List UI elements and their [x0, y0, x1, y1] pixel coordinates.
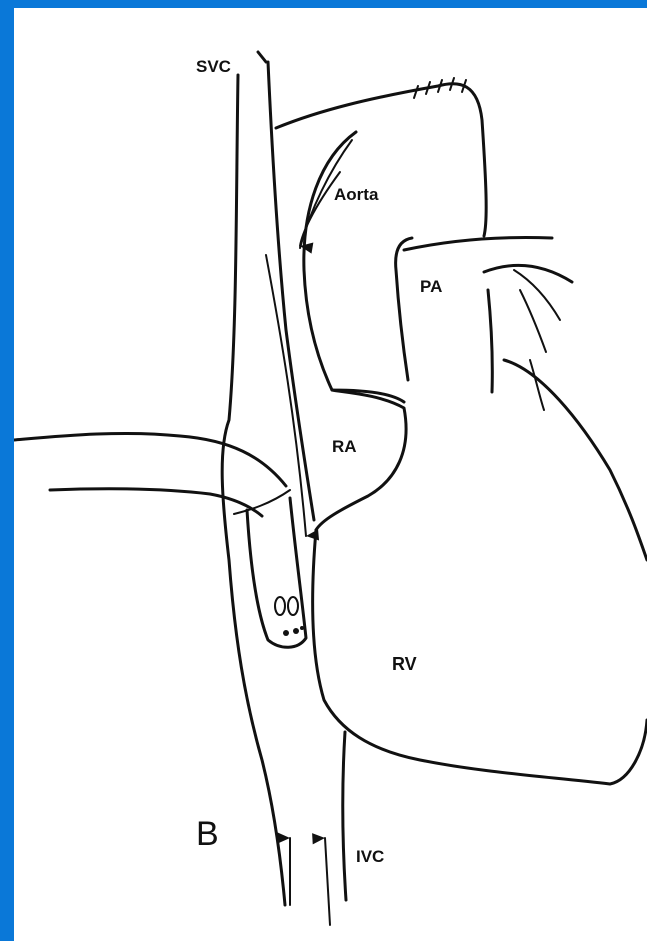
label-aorta: Aorta	[334, 185, 379, 204]
flow-arrows	[266, 172, 340, 925]
ivc-flow-arrow-right	[325, 838, 330, 925]
catheter	[14, 433, 290, 516]
label-pa: PA	[420, 277, 442, 296]
capsule-device	[247, 498, 306, 647]
heart-diagram: SVC Aorta PA RA RV IVC B	[14, 8, 647, 941]
aorta-outline	[276, 78, 486, 402]
right-ventricle-outline	[313, 360, 647, 784]
label-ivc: IVC	[356, 847, 384, 866]
pulmonary-artery-outline	[396, 238, 572, 393]
right-atrium-outline	[316, 390, 406, 530]
label-rv: RV	[392, 654, 417, 674]
diagram-panel: SVC Aorta PA RA RV IVC B	[14, 8, 647, 941]
label-svc: SVC	[196, 57, 231, 76]
panel-letter: B	[196, 815, 219, 853]
label-ra: RA	[332, 437, 357, 456]
